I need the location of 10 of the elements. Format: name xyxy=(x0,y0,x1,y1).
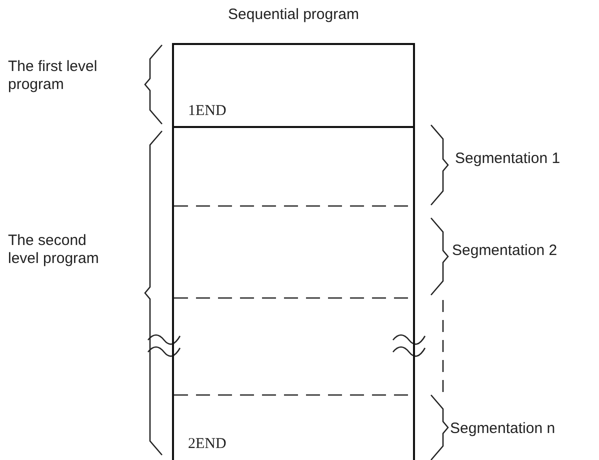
program-block xyxy=(172,43,415,128)
segment-label: Segmentation n xyxy=(450,420,556,438)
segment-label: Segmentation 2 xyxy=(452,242,558,260)
segment-label: Segmentation 1 xyxy=(455,150,562,168)
level-label: The first level program xyxy=(8,58,98,94)
program-block xyxy=(172,126,415,460)
end-marker: 2END xyxy=(188,436,226,453)
end-marker: 1END xyxy=(188,103,226,120)
level-label: The second level program xyxy=(8,232,100,268)
diagram-title: Sequential program xyxy=(227,6,360,24)
